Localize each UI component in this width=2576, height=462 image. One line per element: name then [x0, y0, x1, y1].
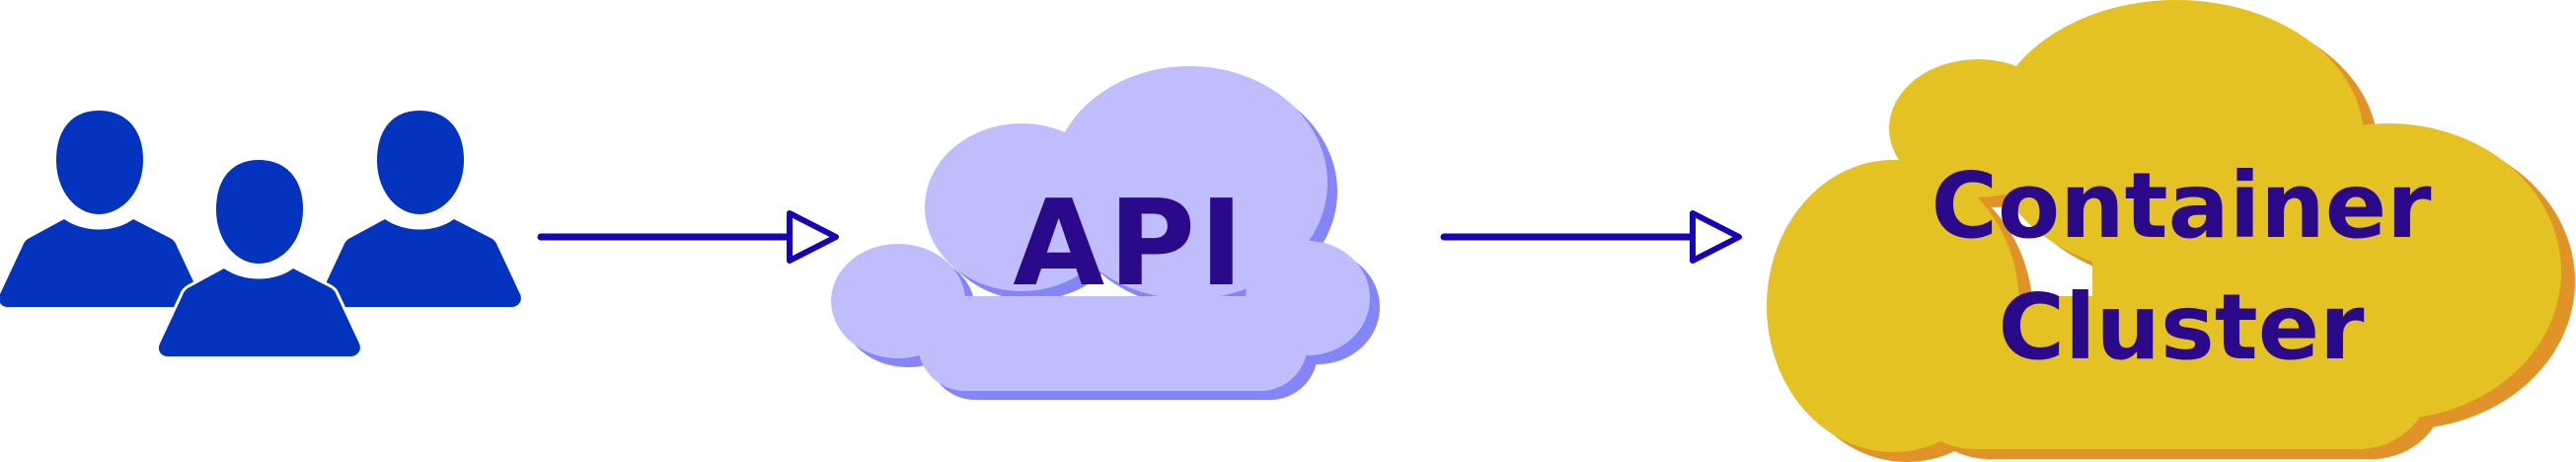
user-icon-center — [156, 156, 363, 359]
arrow-api-to-cluster — [1440, 210, 1742, 264]
container-cluster-cloud: Container Cluster — [1767, 0, 2575, 462]
user-icon-right — [319, 111, 521, 307]
arrowhead — [1690, 210, 1742, 264]
arrowhead — [787, 210, 839, 264]
cluster-label-line-1: Container — [1931, 153, 2432, 259]
api-cloud-body — [831, 66, 1370, 391]
api-cloud: API — [831, 66, 1380, 400]
users-group-icon — [0, 111, 521, 359]
user-icon-left — [0, 111, 200, 307]
arrow-users-to-api — [537, 210, 839, 264]
api-cloud-label: API — [1013, 176, 1247, 313]
cluster-cloud-body — [1767, 0, 2561, 452]
cluster-label-line-2: Cluster — [1998, 274, 2365, 380]
